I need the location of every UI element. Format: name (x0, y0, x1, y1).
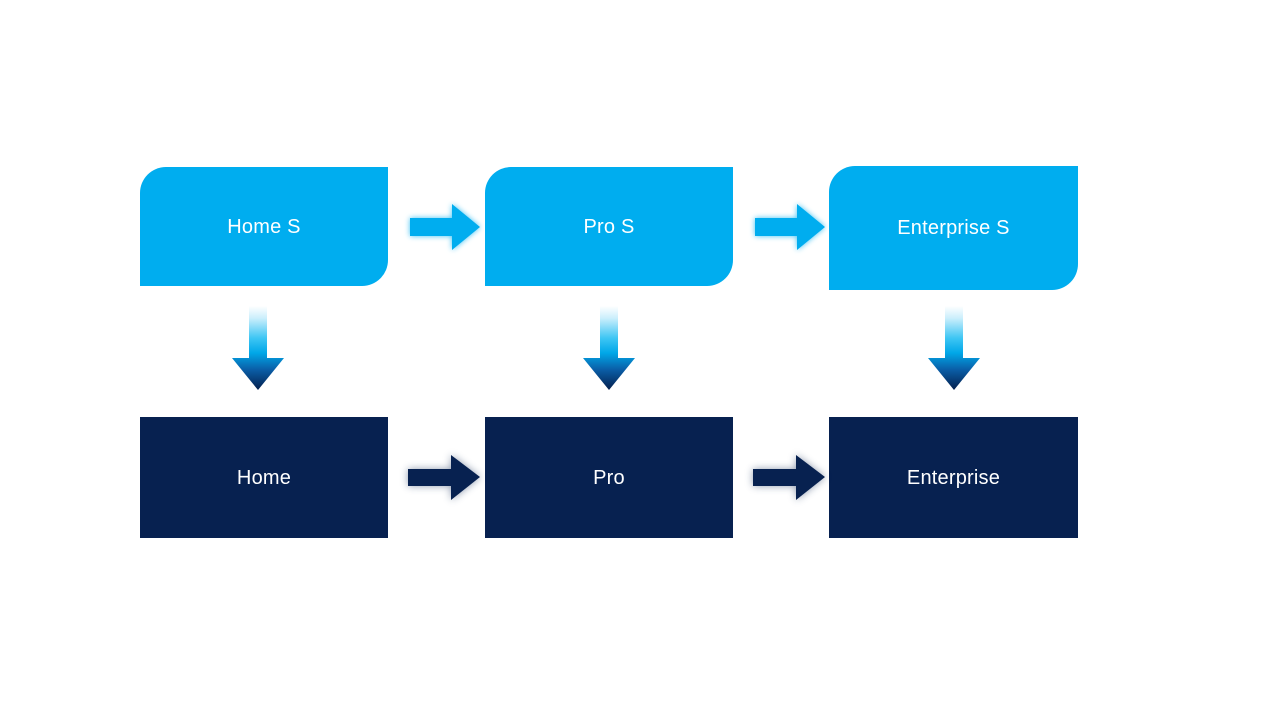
arrow-right-icon (755, 204, 825, 250)
down-arrow-enterprise (928, 306, 980, 390)
node-label: Home (236, 466, 292, 489)
node-label: Pro S (583, 215, 635, 238)
node-pro[interactable]: Pro (485, 417, 733, 538)
arrow-right-icon (410, 204, 480, 250)
node-label: Enterprise (906, 466, 1001, 489)
arrow-down-icon (232, 306, 284, 390)
node-pro-s[interactable]: Pro S (485, 167, 733, 286)
products-arrow-1 (408, 453, 480, 502)
node-enterprise-s[interactable]: Enterprise S (829, 166, 1078, 290)
node-label: Pro (593, 466, 625, 489)
services-arrow-1 (410, 203, 480, 251)
down-arrow-pro (583, 306, 635, 390)
down-arrow-home (232, 306, 284, 390)
node-home[interactable]: Home (140, 417, 388, 538)
node-label: Enterprise S (897, 217, 1010, 239)
node-label: Home S (227, 215, 301, 238)
arrow-down-icon (583, 306, 635, 390)
arrow-down-icon (928, 306, 980, 390)
arrow-right-icon (408, 455, 480, 500)
node-home-s[interactable]: Home S (140, 167, 388, 286)
services-arrow-2 (755, 203, 825, 251)
arrow-right-icon (753, 455, 825, 500)
products-arrow-2 (753, 453, 825, 502)
node-enterprise[interactable]: Enterprise (829, 417, 1078, 538)
